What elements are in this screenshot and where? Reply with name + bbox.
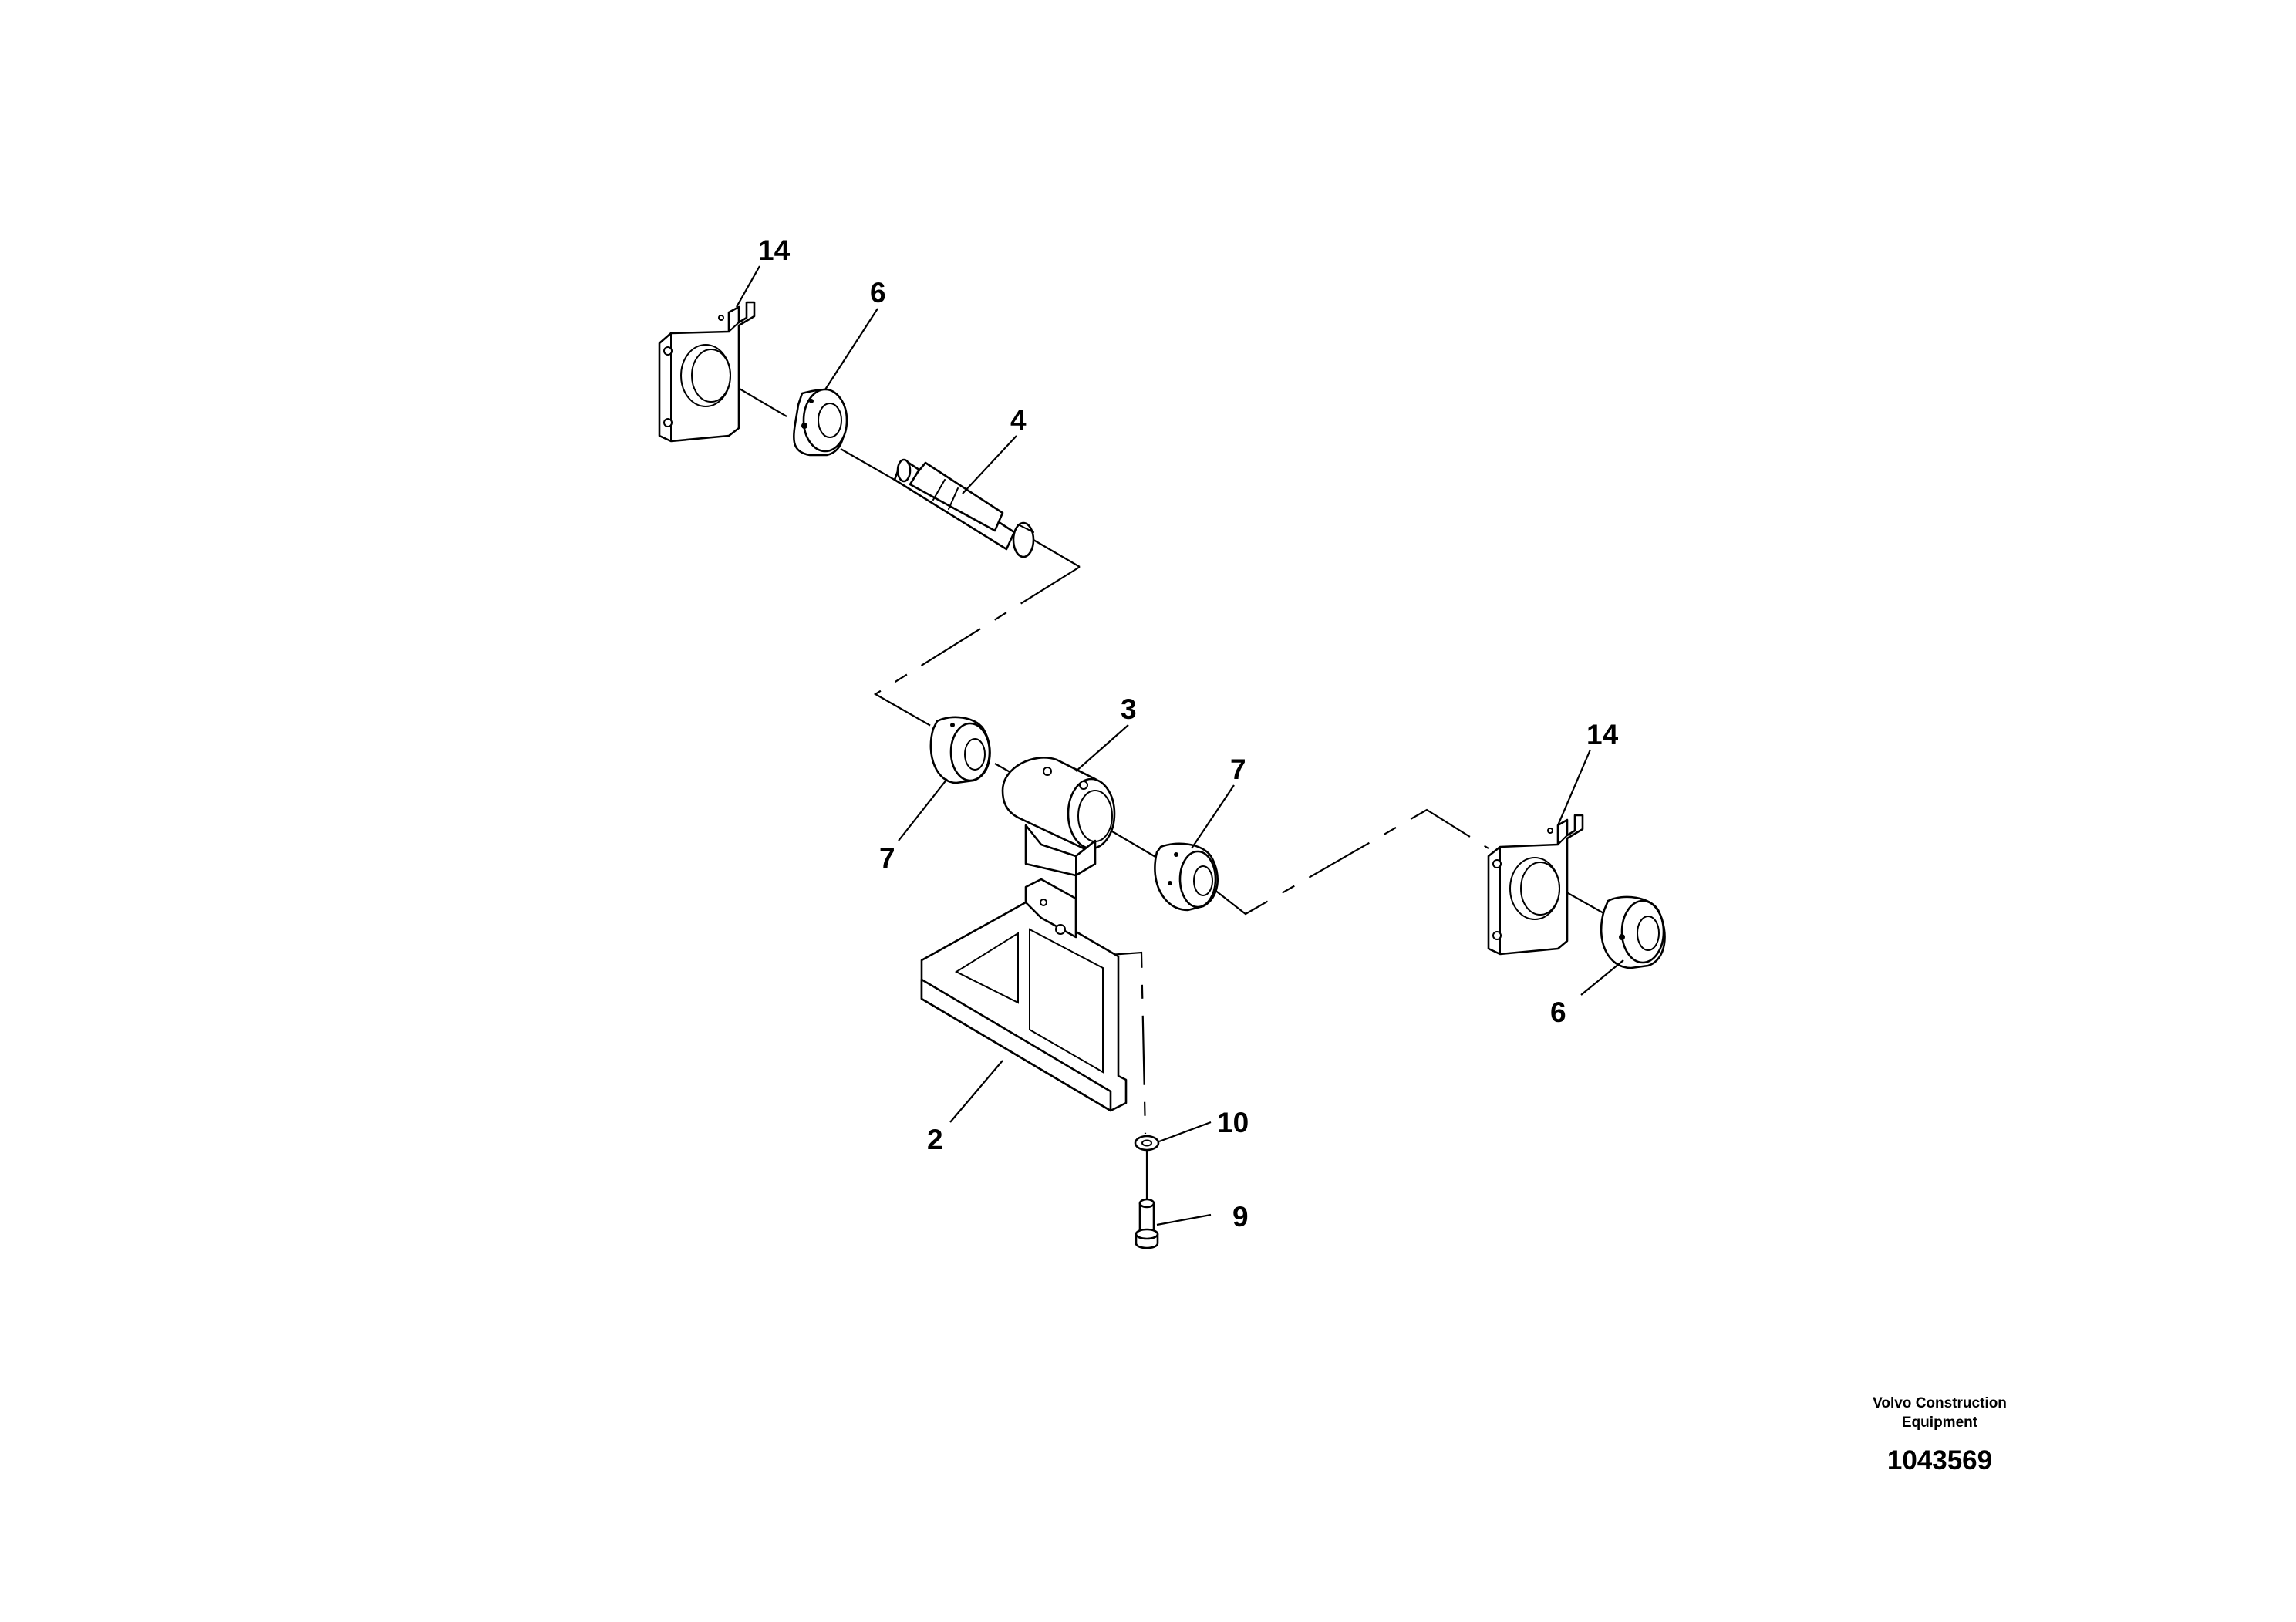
company-name-line2: Equipment: [1902, 1415, 1978, 1431]
leader-lines: [736, 265, 1624, 1226]
callout-housing: 3: [1121, 693, 1137, 725]
bearing-mid-right: [1154, 842, 1219, 912]
bolt: [1135, 1198, 1159, 1249]
support-stand: [920, 878, 1128, 1112]
callout-bracket-top: 14: [758, 234, 791, 266]
callout-stand: 2: [927, 1124, 943, 1155]
title-block: Volvo Construction Equipment 1043569: [1873, 1395, 2007, 1475]
callout-bolt: 9: [1232, 1201, 1249, 1233]
shaft: [893, 458, 1035, 558]
drawing-number: 1043569: [1887, 1445, 1992, 1475]
callout-bearing-top: 6: [870, 277, 886, 309]
callout-bearing-right: 6: [1550, 996, 1566, 1028]
bearing-mid-left: [929, 716, 991, 784]
mounting-bracket-top: [658, 301, 756, 443]
washer: [1134, 1135, 1160, 1152]
company-name-line1: Volvo Construction: [1873, 1395, 2007, 1411]
callout-bearing-mid-right: 7: [1230, 754, 1246, 785]
bearing-top: [793, 388, 848, 457]
callout-bearing-mid-left: 7: [879, 842, 895, 874]
mounting-bracket-right: [1487, 814, 1584, 956]
callout-labels: 14 6 4 3 7 7 14 6 2 10 9: [758, 234, 1619, 1233]
bearing-housing: [1001, 757, 1116, 877]
callout-washer: 10: [1217, 1107, 1249, 1138]
callout-shaft: 4: [1010, 404, 1027, 436]
assembly-axis-lines: [720, 377, 1613, 1219]
callout-bracket-right: 14: [1586, 719, 1619, 750]
bearing-right: [1600, 895, 1666, 969]
